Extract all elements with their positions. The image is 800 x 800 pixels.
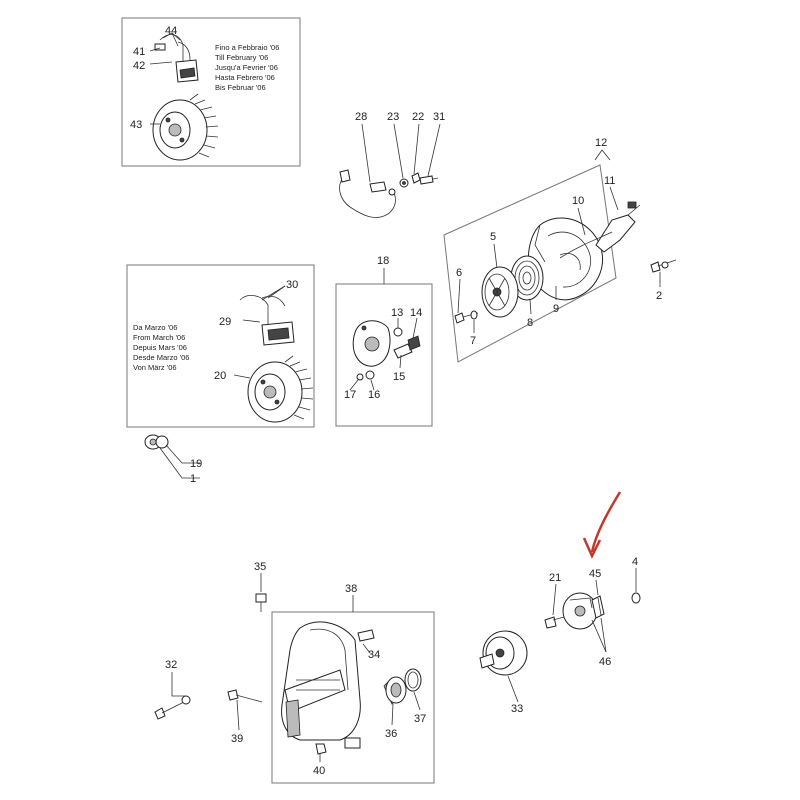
screw-35 (255, 593, 267, 612)
callout-29: 29 (219, 316, 231, 328)
screws-22-23-31 (399, 172, 439, 188)
box-till-feb-06 (121, 17, 301, 167)
ignition-coil-42 (154, 34, 199, 83)
svg-text:Bis Februar '06: Bis Februar '06 (215, 83, 266, 92)
callout-19: 19 (190, 458, 202, 470)
svg-text:Von März '06: Von März '06 (133, 363, 177, 372)
callout-8: 8 (527, 317, 533, 329)
callout-16: 16 (368, 389, 380, 401)
callout-46: 46 (599, 656, 611, 668)
callout-37: 37 (414, 713, 426, 725)
callout-2: 2 (656, 290, 662, 302)
box-group-38 (271, 611, 435, 784)
washer-4 (631, 592, 641, 604)
callout-1: 1 (190, 473, 196, 485)
callout-22: 22 (412, 111, 424, 123)
ignition-coil-29 (239, 295, 295, 346)
svg-text:Da Marzo '06: Da Marzo '06 (133, 323, 177, 332)
handle-11 (595, 201, 641, 253)
bolt-39 (227, 689, 263, 703)
callout-13: 13 (391, 307, 403, 319)
flywheel-43 (152, 93, 219, 161)
callout-36: 36 (385, 728, 397, 740)
fan-housing-38 (281, 621, 375, 749)
callout-9: 9 (553, 303, 559, 315)
bushing-1-19 (144, 434, 169, 450)
callout-31: 31 (433, 111, 445, 123)
callout-15: 15 (393, 371, 405, 383)
callout-33: 33 (511, 703, 523, 715)
callout-39: 39 (231, 733, 243, 745)
callout-40: 40 (313, 765, 325, 777)
callout-23: 23 (387, 111, 399, 123)
callout-34: 34 (368, 649, 380, 661)
flywheel-20 (247, 355, 314, 423)
svg-text:Fino a Febbraio '06: Fino a Febbraio '06 (215, 43, 279, 52)
nut-40 (315, 743, 327, 755)
callout-21: 21 (549, 572, 561, 584)
callout-12: 12 (595, 137, 607, 149)
callout-4: 4 (632, 556, 638, 568)
bolt-32 (154, 695, 191, 720)
callout-20: 20 (214, 370, 226, 382)
callout-11: 11 (604, 175, 615, 187)
callout-labels: 44 41 42 43 28 23 22 31 12 11 10 5 6 7 8… (130, 25, 662, 777)
switch-18 (352, 320, 421, 381)
callout-7: 7 (470, 335, 476, 347)
callout-41: 41 (133, 46, 145, 58)
box-group-12 (443, 164, 617, 363)
screw-2 (650, 259, 677, 273)
callout-28: 28 (355, 111, 367, 123)
svg-text:Hasta Febrero '06: Hasta Febrero '06 (215, 73, 275, 82)
callout-42: 42 (133, 60, 145, 72)
callout-35: 35 (254, 561, 266, 573)
callout-43: 43 (130, 119, 142, 131)
callout-6: 6 (456, 267, 462, 279)
callout-18: 18 (377, 255, 389, 267)
clutch-drum-33 (479, 630, 528, 676)
callout-17: 17 (344, 389, 356, 401)
svg-text:Till February '06: Till February '06 (215, 53, 268, 62)
svg-text:Jusqu'a Fevrier '06: Jusqu'a Fevrier '06 (215, 63, 278, 72)
callout-32: 32 (165, 659, 177, 671)
svg-text:Depuis Mars '06: Depuis Mars '06 (133, 343, 187, 352)
callout-10: 10 (572, 195, 584, 207)
screw-6-washer-7 (454, 310, 479, 324)
callout-30: 30 (286, 279, 298, 291)
callout-14: 14 (410, 307, 422, 319)
bearing-36-37 (383, 668, 422, 705)
clutch-45 (562, 592, 605, 630)
box-from-mar-06 (126, 264, 315, 428)
callout-44: 44 (165, 25, 177, 37)
callout-38: 38 (345, 583, 357, 595)
pulley-5 (481, 266, 519, 318)
callout-5: 5 (490, 231, 496, 243)
note-from: Da Marzo '06 From March '06 Depuis Mars … (133, 323, 189, 372)
red-arrow-icon (582, 491, 622, 559)
wire-28 (339, 169, 396, 218)
leader-lines (149, 32, 661, 762)
callout-45: 45 (589, 568, 601, 580)
rope-10 (559, 231, 613, 259)
svg-text:From March '06: From March '06 (133, 333, 185, 342)
screw-21 (544, 616, 565, 629)
note-till: Fino a Febbraio '06 Till February '06 Ju… (215, 43, 279, 92)
svg-text:Desde Marzo '06: Desde Marzo '06 (133, 353, 189, 362)
